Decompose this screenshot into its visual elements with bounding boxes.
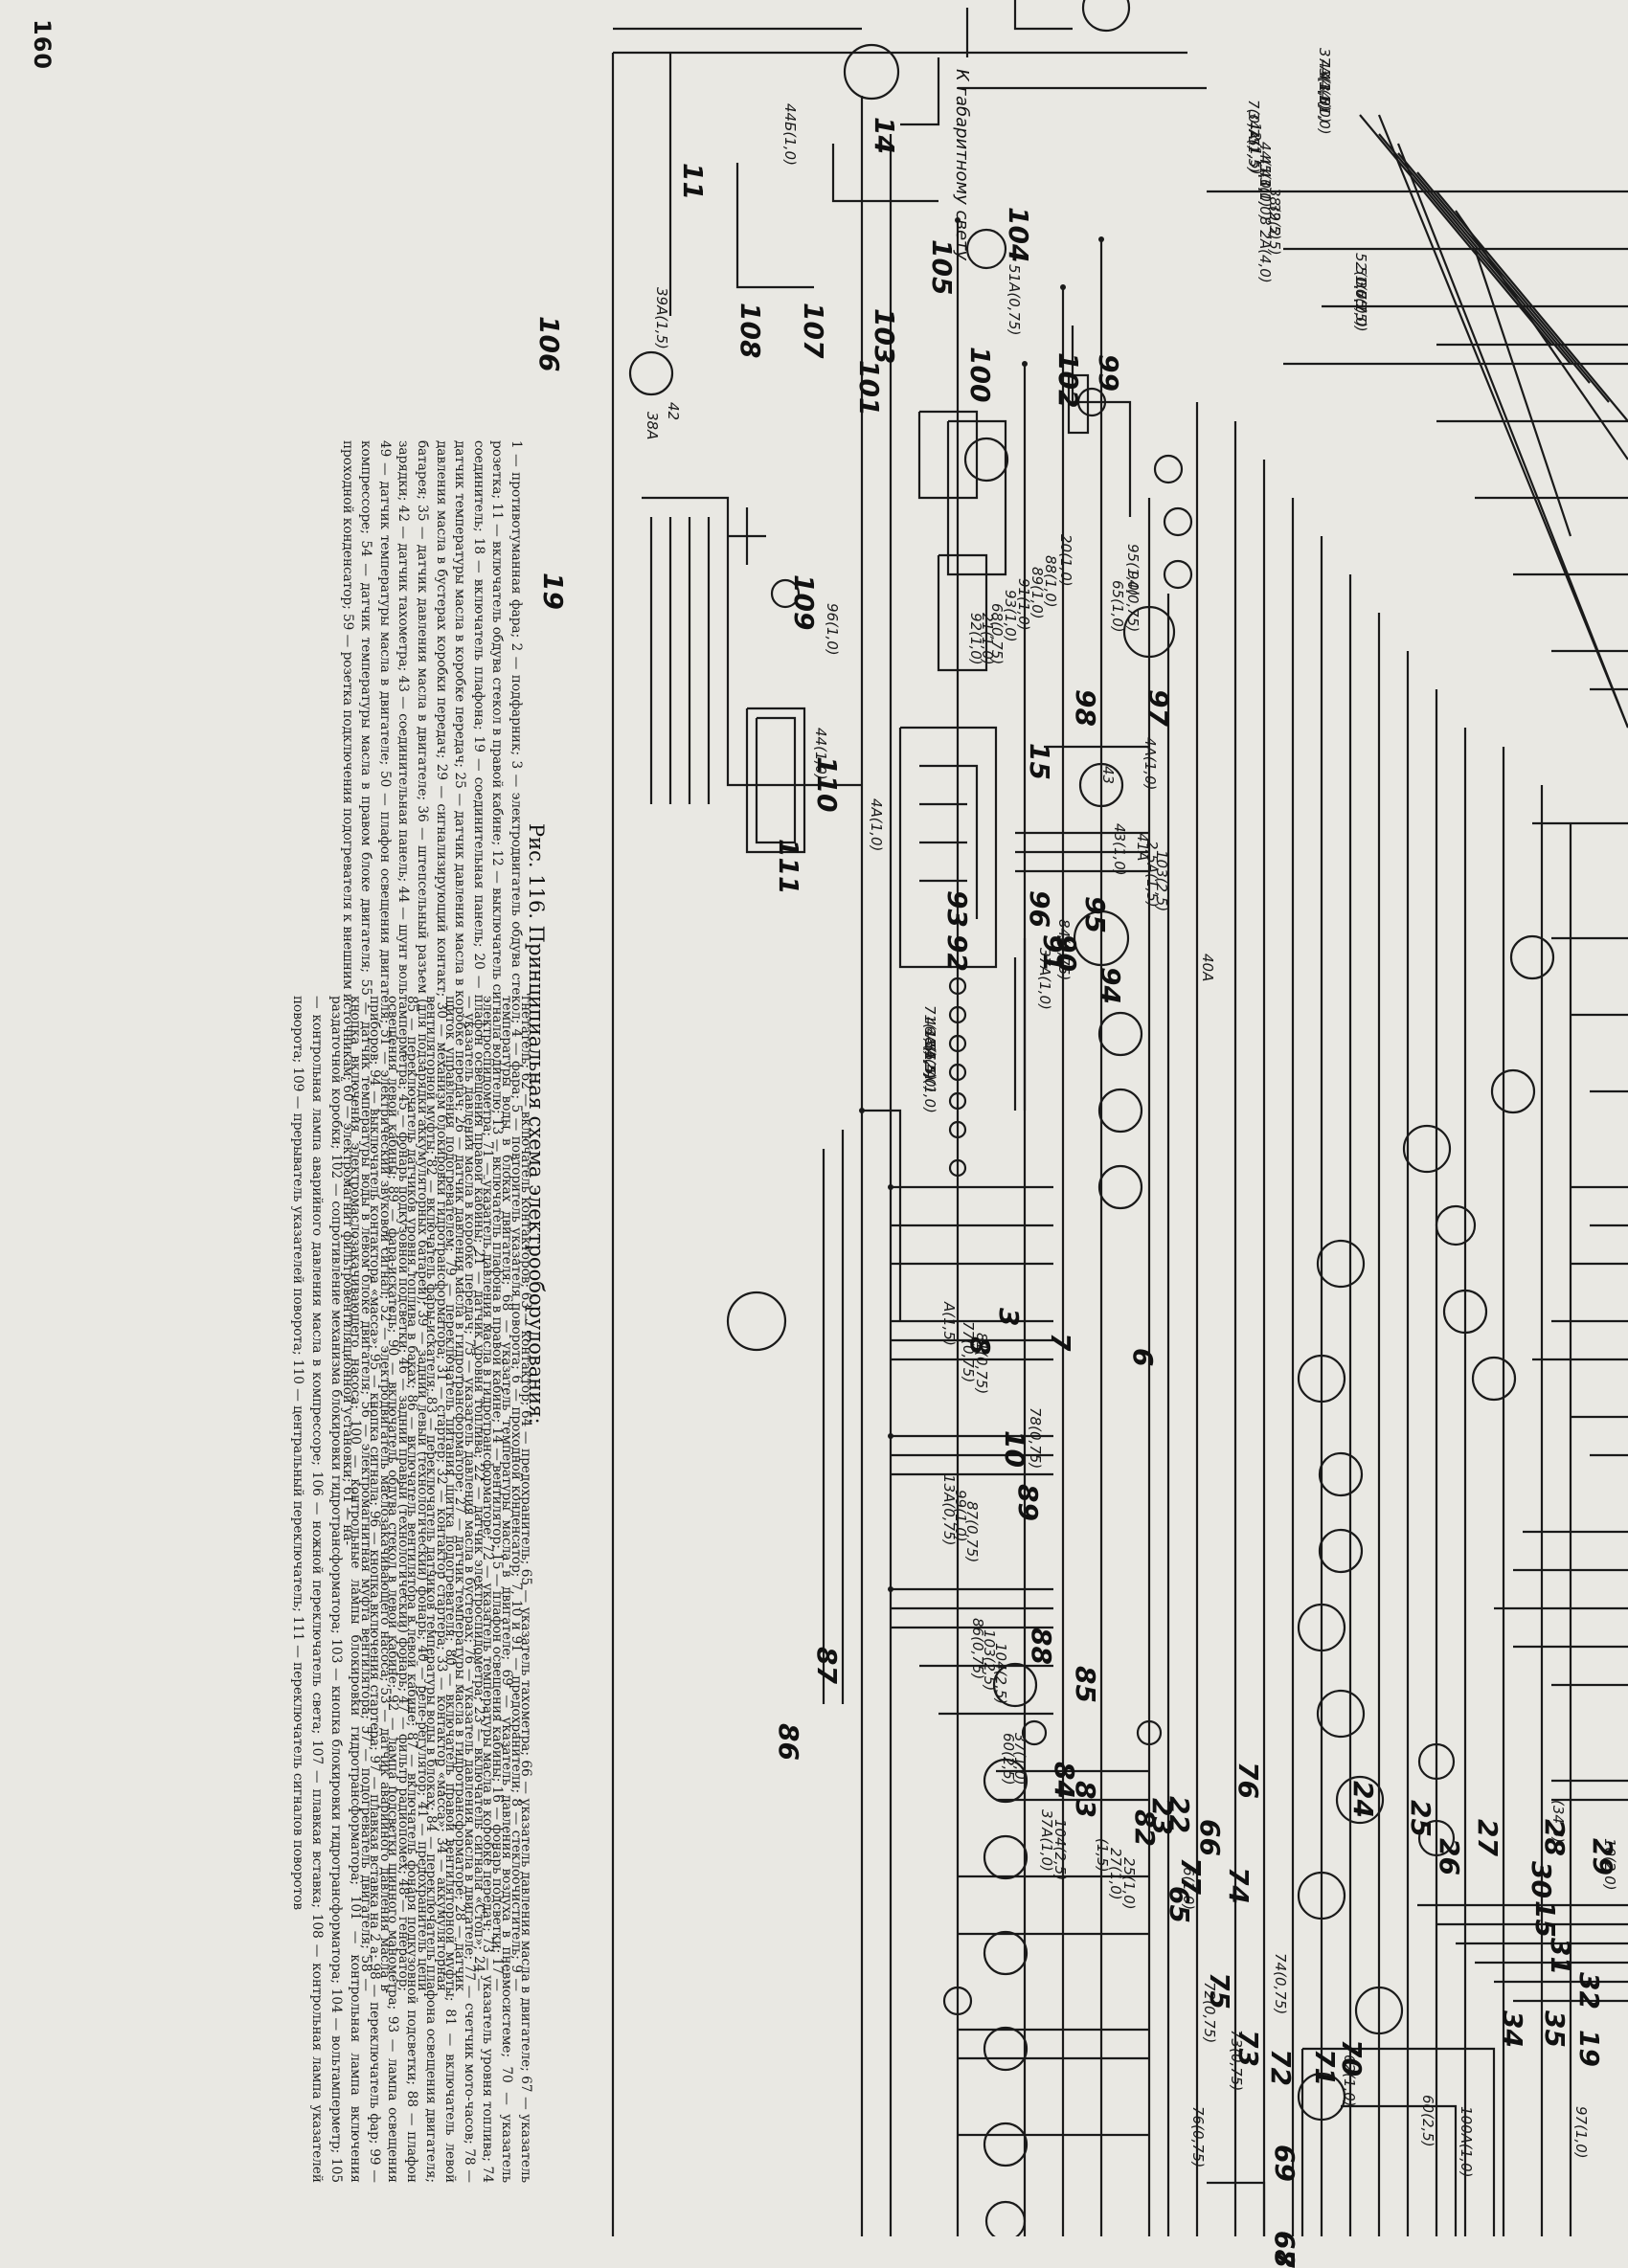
component-number: 69 — [1269, 2144, 1300, 2182]
component-number: 101 — [853, 360, 885, 416]
component-number: 73 — [1232, 2030, 1264, 2067]
wire-label: 34(1,0) — [1316, 82, 1333, 135]
wire-label: 87(0,75) — [963, 1501, 981, 1563]
component-number: 97 — [1142, 689, 1174, 727]
component-number: 104 — [1003, 207, 1034, 263]
component-number: 7 — [1045, 1333, 1076, 1352]
component-number: 94 — [1095, 967, 1126, 1004]
component-number: 95 — [1079, 896, 1111, 933]
wire-label: 4А(1,0) — [1142, 737, 1159, 791]
component-number: 65 — [1164, 1886, 1195, 1923]
wire-label: А(1,5) — [940, 1302, 958, 1346]
component-number: 111 — [773, 839, 804, 895]
wire-label: 37(1,0) — [1011, 1733, 1029, 1785]
component-number: 15 — [1024, 743, 1055, 780]
wire-label: 96(1,0) — [824, 603, 841, 656]
wire-label: 44Б(1,0) — [781, 103, 799, 166]
wire-label: 62А(1,0) — [921, 1051, 938, 1113]
component-number: 105 — [926, 239, 958, 296]
wire-label: 4А(1,0) — [868, 798, 885, 852]
component-number: 27 — [1472, 1819, 1504, 1856]
component-number: 23 — [1146, 1798, 1178, 1835]
wire-label: 92(1,0) — [967, 613, 984, 665]
component-number: 25 — [1405, 1800, 1436, 1837]
wire-label: 36(1,0) — [1352, 280, 1369, 332]
wire-label: 51А(0,75) — [1006, 264, 1023, 336]
component-number: 26 — [1434, 1838, 1465, 1875]
wire-label: 40А — [1199, 954, 1216, 982]
component-number: 10 — [999, 1430, 1030, 1468]
component-number: 85 — [1070, 1666, 1101, 1703]
component-number: 103 — [869, 308, 900, 365]
wire-label: 97(1,0) — [1572, 2106, 1590, 2159]
component-number: 19 — [1573, 2030, 1605, 2067]
component-number: 34 — [1497, 2010, 1528, 2048]
component-number: 11 — [677, 163, 709, 200]
page-number: 160 — [29, 19, 56, 71]
component-number: 87 — [811, 1647, 843, 1684]
component-number: 66 — [1194, 1819, 1226, 1856]
figure-legend-part-2: гнетатель; 62 — включатель контакторов; … — [290, 996, 533, 2183]
component-number: 8 — [964, 1336, 996, 1356]
component-number: 109 — [788, 574, 820, 631]
wire-label: 25(1,0) — [1120, 1857, 1138, 1910]
component-number: 76 — [1232, 1762, 1264, 1799]
wire-label: 100А(1,0) — [1458, 2106, 1475, 2178]
component-number: 99 — [1093, 354, 1124, 392]
component-number: 14 — [869, 117, 900, 154]
wire-label: 104(2,5) — [1051, 1819, 1069, 1881]
wire-label: 39А(1,5) — [653, 287, 670, 349]
component-number: 15 — [1529, 1900, 1561, 1938]
wire-label: 42 — [665, 402, 682, 421]
component-number: 86 — [773, 1723, 804, 1761]
component-number: 31 — [1545, 1938, 1576, 1975]
component-number: 75 — [1204, 1972, 1235, 2010]
wire-label: 60(2,5) — [1419, 2095, 1436, 2147]
wire-label: 76(0,75) — [1189, 2106, 1207, 2168]
component-number: 30 — [1526, 1861, 1557, 1898]
wire-label: 103(2,5) — [1153, 850, 1170, 912]
component-number: 3 — [993, 1308, 1025, 1327]
wire-label: 20(1,0) — [1057, 534, 1074, 587]
component-number: 70 — [1336, 2039, 1368, 2077]
component-number: 100 — [964, 347, 996, 403]
component-number: 89 — [1012, 1484, 1044, 1521]
component-number: 6 — [1127, 1348, 1159, 1367]
wire-label: 43 — [1099, 766, 1117, 785]
component-number: 98 — [1070, 689, 1101, 727]
component-number: 106 — [533, 316, 565, 372]
wire-label: 8 2А(4,0) — [1256, 216, 1274, 283]
component-number: 92 — [941, 934, 973, 972]
wire-label: 94(0,75) — [1124, 571, 1142, 633]
component-number: 19 — [537, 573, 569, 610]
component-number: 32 — [1573, 1972, 1605, 2010]
component-number: 108 — [735, 303, 766, 359]
component-number: 90 — [1051, 934, 1082, 972]
component-number: 110 — [811, 756, 843, 813]
wire-label: 104(2,5) — [992, 1643, 1009, 1705]
wire-label: 74(0,75) — [1272, 1953, 1289, 2015]
component-number: 83 — [1070, 1781, 1101, 1818]
component-number: 107 — [798, 303, 829, 359]
side-light-marker: К габаритному свету — [952, 69, 972, 261]
component-number: 29 — [1587, 1838, 1618, 1875]
component-number: 72 — [1265, 2049, 1297, 2086]
component-number: 28 — [1539, 1819, 1571, 1856]
component-number: 96 — [1024, 890, 1055, 928]
component-number: 93 — [941, 890, 973, 928]
component-number: 102 — [1052, 352, 1084, 409]
wire-label: 38А — [644, 412, 661, 440]
component-number: 88 — [1026, 1628, 1057, 1665]
wire-label: 43(1,0) — [1111, 823, 1128, 876]
component-number: 24 — [1347, 1781, 1379, 1818]
component-number: 35 — [1539, 2010, 1571, 2048]
component-number: 74 — [1223, 1867, 1255, 1904]
